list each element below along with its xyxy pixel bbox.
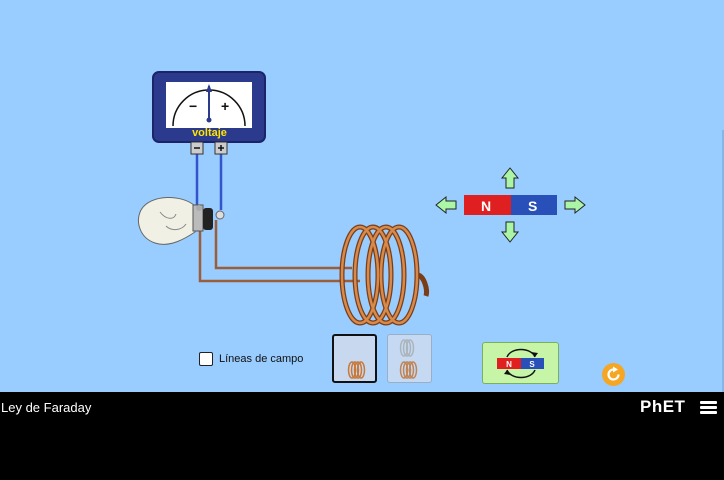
one-coil-button[interactable] xyxy=(332,334,377,383)
circuit-wire-top xyxy=(214,220,352,270)
navigation-bar: Ley de Faraday PhET xyxy=(0,392,724,480)
arrow-left-icon xyxy=(435,195,457,215)
magnet-north-half[interactable] xyxy=(464,195,511,215)
two-coil-button[interactable] xyxy=(387,334,432,383)
bulb-filament xyxy=(159,211,187,231)
one-coil-icon xyxy=(347,361,366,379)
magnet-south-label: S xyxy=(528,198,538,214)
voltmeter-label: voltaje xyxy=(192,127,227,139)
flip-magnet-icon: N S xyxy=(497,348,544,379)
voltmeter-needle-tip xyxy=(206,84,212,92)
field-lines-label: Líneas de campo xyxy=(219,353,304,365)
magnet-north-label: N xyxy=(481,198,492,214)
sim-title: Ley de Faraday xyxy=(1,400,92,415)
flip-s-label: S xyxy=(529,360,535,369)
reset-button[interactable] xyxy=(602,363,625,386)
field-lines-checkbox[interactable]: Líneas de campo xyxy=(199,352,303,366)
bulb-contact xyxy=(203,208,213,230)
bar-magnet[interactable] xyxy=(435,167,586,243)
phet-logo[interactable]: PhET xyxy=(640,397,686,416)
hamburger-menu-icon[interactable] xyxy=(700,401,717,415)
light-bulb xyxy=(138,196,225,245)
arrow-right-icon xyxy=(564,195,586,215)
two-coil-icon xyxy=(399,339,418,379)
flip-n-label: N xyxy=(506,360,512,369)
magnet-south-half[interactable] xyxy=(511,195,557,215)
sim-scene xyxy=(138,71,724,392)
bulb-glass xyxy=(138,196,196,245)
reset-icon xyxy=(607,366,620,381)
voltmeter-minus-label: − xyxy=(189,98,198,114)
voltmeter-plus-label: + xyxy=(221,98,230,114)
arrow-up-icon xyxy=(500,167,520,189)
flip-magnet-button[interactable]: N S xyxy=(482,342,559,384)
checkbox-box[interactable] xyxy=(199,352,213,366)
circuit-wire-bottom xyxy=(198,228,360,283)
arrow-down-icon xyxy=(500,221,520,243)
voltmeter-pivot xyxy=(206,117,212,123)
pickup-coil[interactable] xyxy=(339,224,429,326)
voltmeter[interactable] xyxy=(152,71,266,155)
simulation-area: voltaje − + N S Líneas de campo xyxy=(0,0,724,392)
